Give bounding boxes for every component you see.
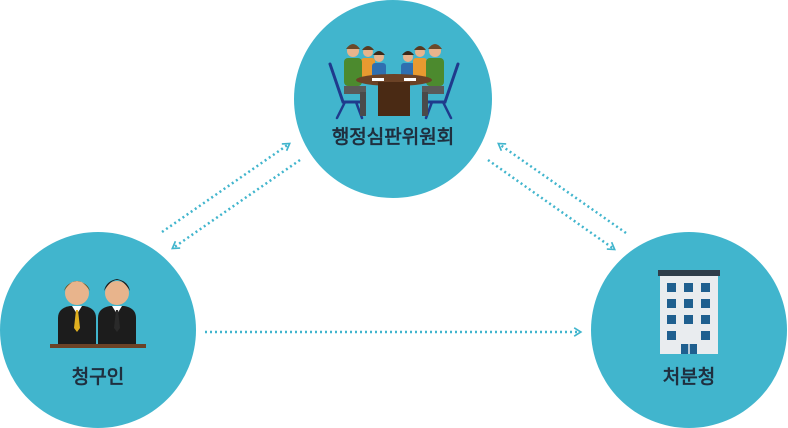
claimant-label: 청구인 xyxy=(72,366,124,388)
arrows-group xyxy=(161,142,627,337)
committee-label: 행정심판위원회 xyxy=(332,126,454,148)
arrow-agency-to-committee xyxy=(497,142,627,235)
node-committee: 행정심판위원회 xyxy=(294,0,492,198)
agency-label: 처분청 xyxy=(663,366,715,388)
office-building-icon xyxy=(658,270,720,354)
meeting-table-icon xyxy=(328,44,460,120)
arrow-claimant-to-committee xyxy=(161,142,291,234)
arrow-committee-to-claimant xyxy=(171,158,301,250)
arrow-committee-to-agency xyxy=(487,158,616,251)
node-agency: 처분청 xyxy=(591,232,787,428)
node-claimant: 청구인 xyxy=(0,232,196,428)
two-businessmen-icon xyxy=(50,279,146,348)
